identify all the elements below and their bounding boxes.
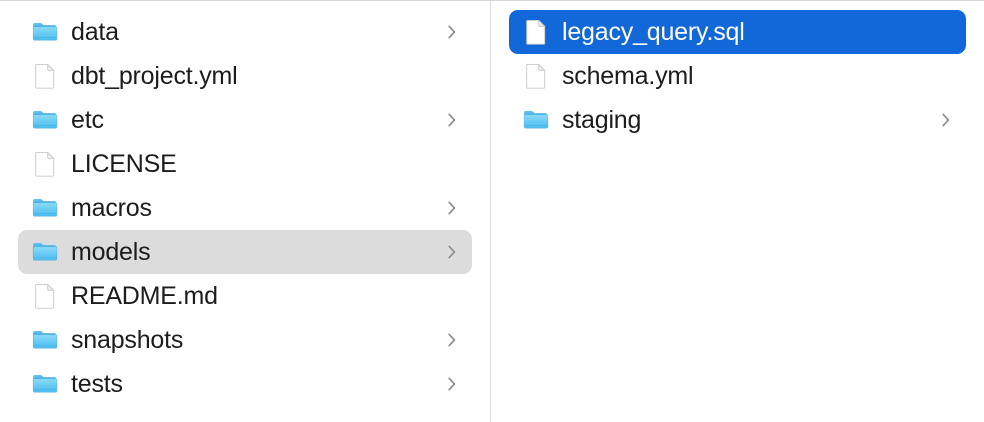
folder-icon xyxy=(30,193,60,223)
document-icon xyxy=(30,61,60,91)
document-icon xyxy=(30,281,60,311)
item-label: macros xyxy=(71,194,152,222)
chevron-right-icon[interactable] xyxy=(446,375,458,393)
folder-icon xyxy=(30,369,60,399)
chevron-right-icon[interactable] xyxy=(446,199,458,217)
file-row[interactable]: README.md xyxy=(18,274,472,318)
folder-icon xyxy=(521,105,551,135)
folder-row[interactable]: staging xyxy=(509,98,966,142)
file-row[interactable]: schema.yml xyxy=(509,54,966,98)
item-label: dbt_project.yml xyxy=(71,62,238,90)
item-label: tests xyxy=(71,370,123,398)
file-row[interactable]: legacy_query.sql xyxy=(509,10,966,54)
folder-row[interactable]: etc xyxy=(18,98,472,142)
file-row[interactable]: dbt_project.yml xyxy=(18,54,472,98)
file-row[interactable]: LICENSE xyxy=(18,142,472,186)
folder-icon xyxy=(30,17,60,47)
file-column-child[interactable]: legacy_query.sql schema.yml staging xyxy=(491,1,984,422)
document-icon xyxy=(521,17,551,47)
chevron-right-icon[interactable] xyxy=(446,243,458,261)
chevron-right-icon[interactable] xyxy=(446,331,458,349)
chevron-right-icon[interactable] xyxy=(940,111,952,129)
folder-row[interactable]: tests xyxy=(18,362,472,406)
folder-icon xyxy=(30,105,60,135)
item-label: data xyxy=(71,18,119,46)
document-icon xyxy=(30,149,60,179)
chevron-right-icon[interactable] xyxy=(446,23,458,41)
item-label: schema.yml xyxy=(562,62,694,90)
document-icon xyxy=(521,61,551,91)
item-label: legacy_query.sql xyxy=(562,18,745,46)
folder-icon xyxy=(30,237,60,267)
item-label: staging xyxy=(562,106,642,134)
item-label: models xyxy=(71,238,151,266)
folder-row[interactable]: macros xyxy=(18,186,472,230)
folder-row[interactable]: snapshots xyxy=(18,318,472,362)
item-label: etc xyxy=(71,106,104,134)
item-label: LICENSE xyxy=(71,150,177,178)
folder-icon xyxy=(30,325,60,355)
chevron-right-icon[interactable] xyxy=(446,111,458,129)
folder-row[interactable]: models xyxy=(18,230,472,274)
item-label: README.md xyxy=(71,282,218,310)
folder-row[interactable]: data xyxy=(18,10,472,54)
item-label: snapshots xyxy=(71,326,184,354)
